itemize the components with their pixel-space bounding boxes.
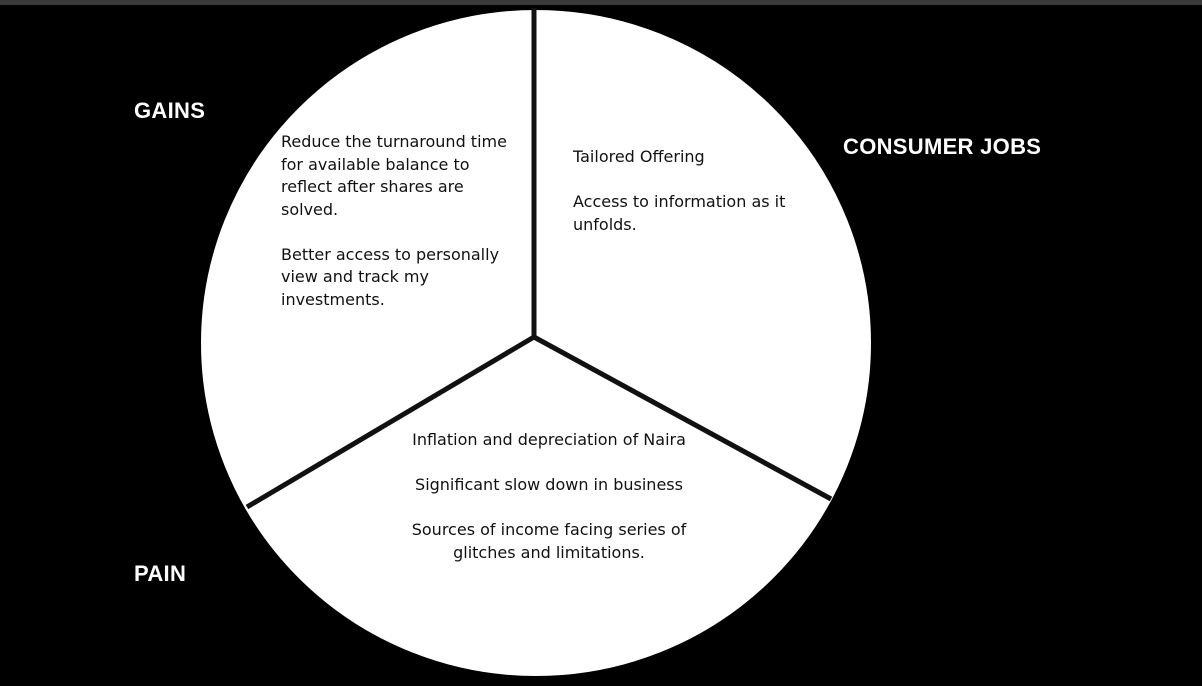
divider-right [532,334,833,502]
gains-item: Reduce the turnaround time for available… [281,132,507,219]
pain-label: PAIN [134,561,187,586]
divider-left [245,334,536,510]
top-bar [0,0,1202,5]
pain-sector: Inflation and depreciation of Naira Sign… [382,429,716,564]
consumer-jobs-sector: Tailored Offering Access to information … [573,146,833,236]
pain-item: Sources of income facing series of glitc… [411,520,687,562]
gains-label: GAINS [134,98,206,123]
consumer-jobs-item: Access to information as it unfolds. [573,192,786,234]
consumer-jobs-label: CONSUMER JOBS [843,134,1042,159]
pain-item: Significant slow down in business [415,475,683,494]
pain-item: Inflation and depreciation of Naira [412,430,686,449]
consumer-jobs-item: Tailored Offering [573,147,705,166]
gains-sector: Reduce the turnaround time for available… [281,131,521,311]
gains-item: Better access to personally view and tra… [281,244,500,309]
